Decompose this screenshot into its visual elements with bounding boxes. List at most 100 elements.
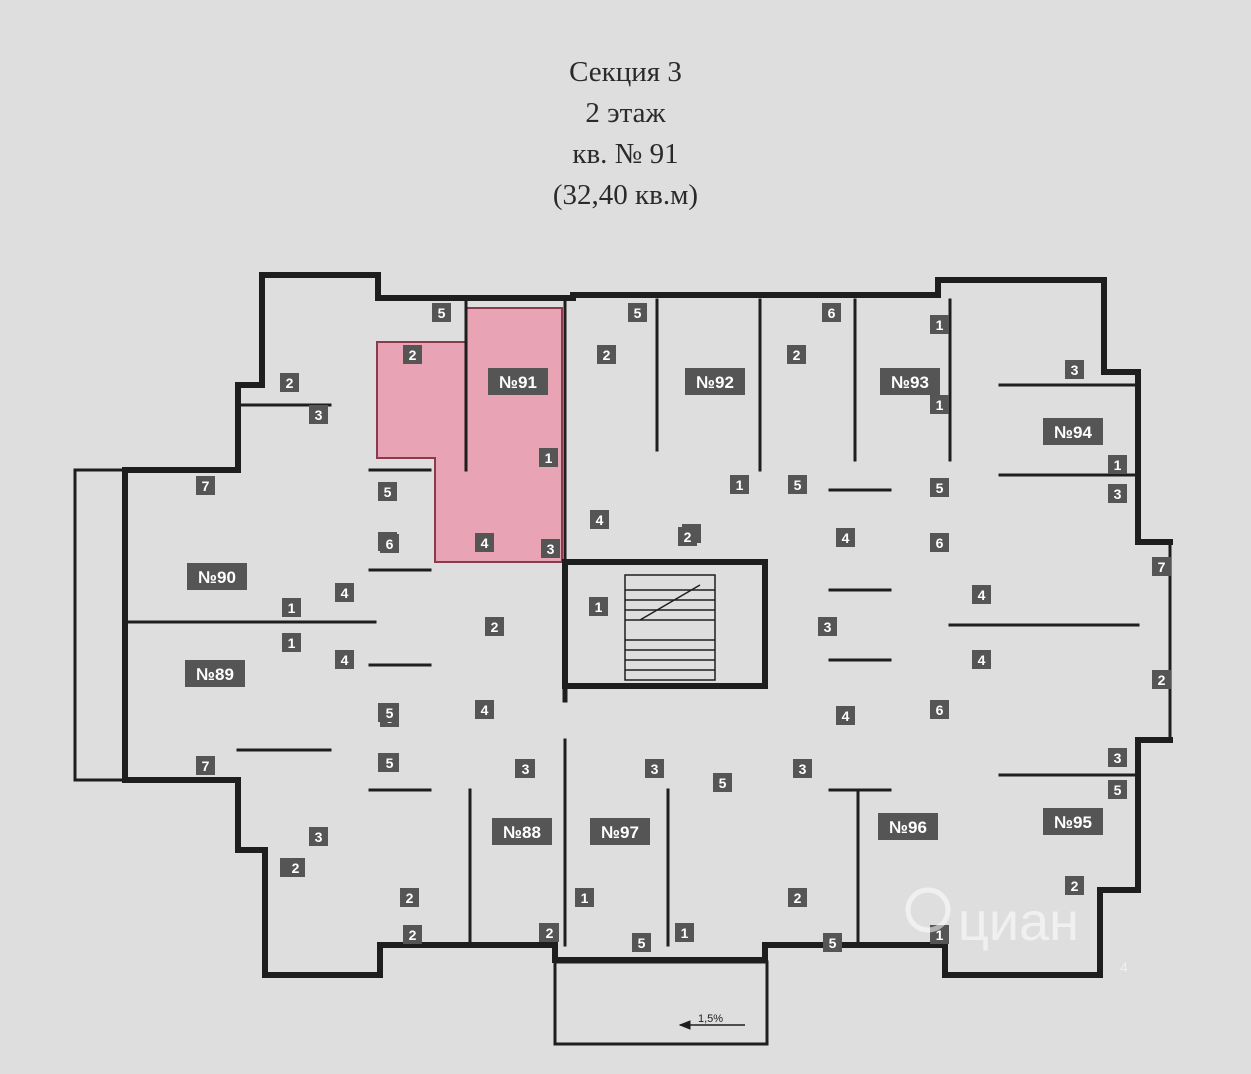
svg-text:№90: №90	[198, 568, 236, 587]
svg-text:4: 4	[341, 585, 349, 601]
room-tag: 6	[930, 700, 949, 719]
svg-text:5: 5	[386, 755, 394, 771]
apt-95-label[interactable]: №95	[1043, 808, 1103, 835]
apt-92-label[interactable]: №92	[685, 368, 745, 395]
apt-94-label[interactable]: №94	[1043, 418, 1103, 445]
room-tag: 1	[539, 448, 558, 467]
svg-text:3: 3	[1071, 362, 1079, 378]
room-tag: 2	[1065, 876, 1084, 895]
apt-91-label[interactable]: №91	[488, 368, 548, 395]
svg-text:5: 5	[638, 935, 646, 951]
svg-text:№92: №92	[696, 373, 734, 392]
svg-text:2: 2	[286, 375, 294, 391]
room-tag: 3	[1108, 484, 1127, 503]
svg-text:3: 3	[799, 761, 807, 777]
svg-text:1: 1	[595, 599, 603, 615]
svg-text:1: 1	[288, 600, 296, 616]
room-tag: 3	[793, 759, 812, 778]
room-tag: 5	[823, 933, 842, 952]
svg-text:1: 1	[1114, 457, 1122, 473]
svg-text:4: 4	[481, 702, 489, 718]
svg-text:№94: №94	[1054, 423, 1092, 442]
svg-text:№96: №96	[889, 818, 927, 837]
room-tag: 5	[380, 753, 399, 772]
svg-text:2: 2	[603, 347, 611, 363]
svg-text:3: 3	[651, 761, 659, 777]
room-tag: 3	[818, 617, 837, 636]
svg-text:4: 4	[842, 530, 850, 546]
slope-label: 1,5%	[698, 1013, 723, 1025]
apt-89-label[interactable]: №89	[185, 660, 245, 687]
room-tag: 4	[335, 650, 354, 669]
apt-96-label[interactable]: №96	[878, 813, 938, 840]
svg-text:5: 5	[634, 305, 642, 321]
svg-text:1: 1	[936, 317, 944, 333]
svg-text:6: 6	[936, 702, 944, 718]
svg-text:7: 7	[1158, 559, 1166, 575]
svg-text:3: 3	[1114, 486, 1122, 502]
room-tag: 1	[675, 923, 694, 942]
svg-text:4: 4	[978, 652, 986, 668]
room-tag: 5	[632, 933, 651, 952]
room-tag: 3	[309, 405, 328, 424]
svg-text:2: 2	[546, 925, 554, 941]
room-tag: 4	[335, 583, 354, 602]
svg-text:№95: №95	[1054, 813, 1092, 832]
svg-text:4: 4	[842, 708, 850, 724]
svg-text:3: 3	[1114, 750, 1122, 766]
room-tag: 4	[836, 528, 855, 547]
room-tag: 5	[378, 482, 397, 501]
svg-text:4: 4	[596, 512, 604, 528]
room-tag: 3	[1065, 360, 1084, 379]
svg-text:3: 3	[824, 619, 832, 635]
svg-text:6: 6	[828, 305, 836, 321]
room-tag: 7	[196, 476, 215, 495]
svg-text:2: 2	[292, 860, 300, 876]
svg-text:1: 1	[736, 477, 744, 493]
svg-text:4: 4	[978, 587, 986, 603]
room-tag: 5	[380, 703, 399, 722]
room-tag: 6	[380, 534, 399, 553]
apt-97-label[interactable]: №97	[590, 818, 650, 845]
svg-text:1: 1	[545, 450, 553, 466]
svg-text:№91: №91	[499, 373, 537, 392]
svg-text:2: 2	[1158, 672, 1166, 688]
svg-text:2: 2	[491, 619, 499, 635]
svg-text:№93: №93	[891, 373, 929, 392]
watermark-code: 4	[1120, 959, 1128, 975]
svg-text:5: 5	[386, 705, 394, 721]
apt-88-label[interactable]: №88	[492, 818, 552, 845]
svg-text:5: 5	[384, 484, 392, 500]
room-tag: 1	[575, 888, 594, 907]
apt-90-label[interactable]: №90	[187, 563, 247, 590]
staircase	[624, 574, 716, 681]
svg-text:7: 7	[202, 758, 210, 774]
svg-text:2: 2	[409, 927, 417, 943]
svg-text:4: 4	[341, 652, 349, 668]
svg-text:2: 2	[684, 529, 692, 545]
svg-text:6: 6	[936, 535, 944, 551]
floor-label: 2 этаж	[585, 97, 666, 129]
svg-text:2: 2	[409, 347, 417, 363]
room-tag: 6	[930, 533, 949, 552]
room-tag: 5	[1108, 780, 1127, 799]
svg-text:№89: №89	[196, 665, 234, 684]
svg-text:2: 2	[793, 347, 801, 363]
section-label: Секция 3	[569, 56, 682, 88]
svg-text:2: 2	[1071, 878, 1079, 894]
room-tag: 3	[309, 827, 328, 846]
apartment-labels: №91 №92 №93 №94 №95 №96 №97 №88 №89 №90	[185, 368, 1103, 845]
svg-text:5: 5	[719, 775, 727, 791]
svg-text:3: 3	[315, 829, 323, 845]
svg-text:5: 5	[829, 935, 837, 951]
room-tag: 1	[1108, 455, 1127, 474]
room-tag: 1	[730, 475, 749, 494]
room-tag: 3	[1108, 748, 1127, 767]
room-tag: 1	[589, 597, 608, 616]
room-tag: 2	[403, 925, 422, 944]
svg-text:3: 3	[522, 761, 530, 777]
svg-text:№88: №88	[503, 823, 541, 842]
apt-93-label[interactable]: №93	[880, 368, 940, 395]
svg-text:3: 3	[547, 541, 555, 557]
